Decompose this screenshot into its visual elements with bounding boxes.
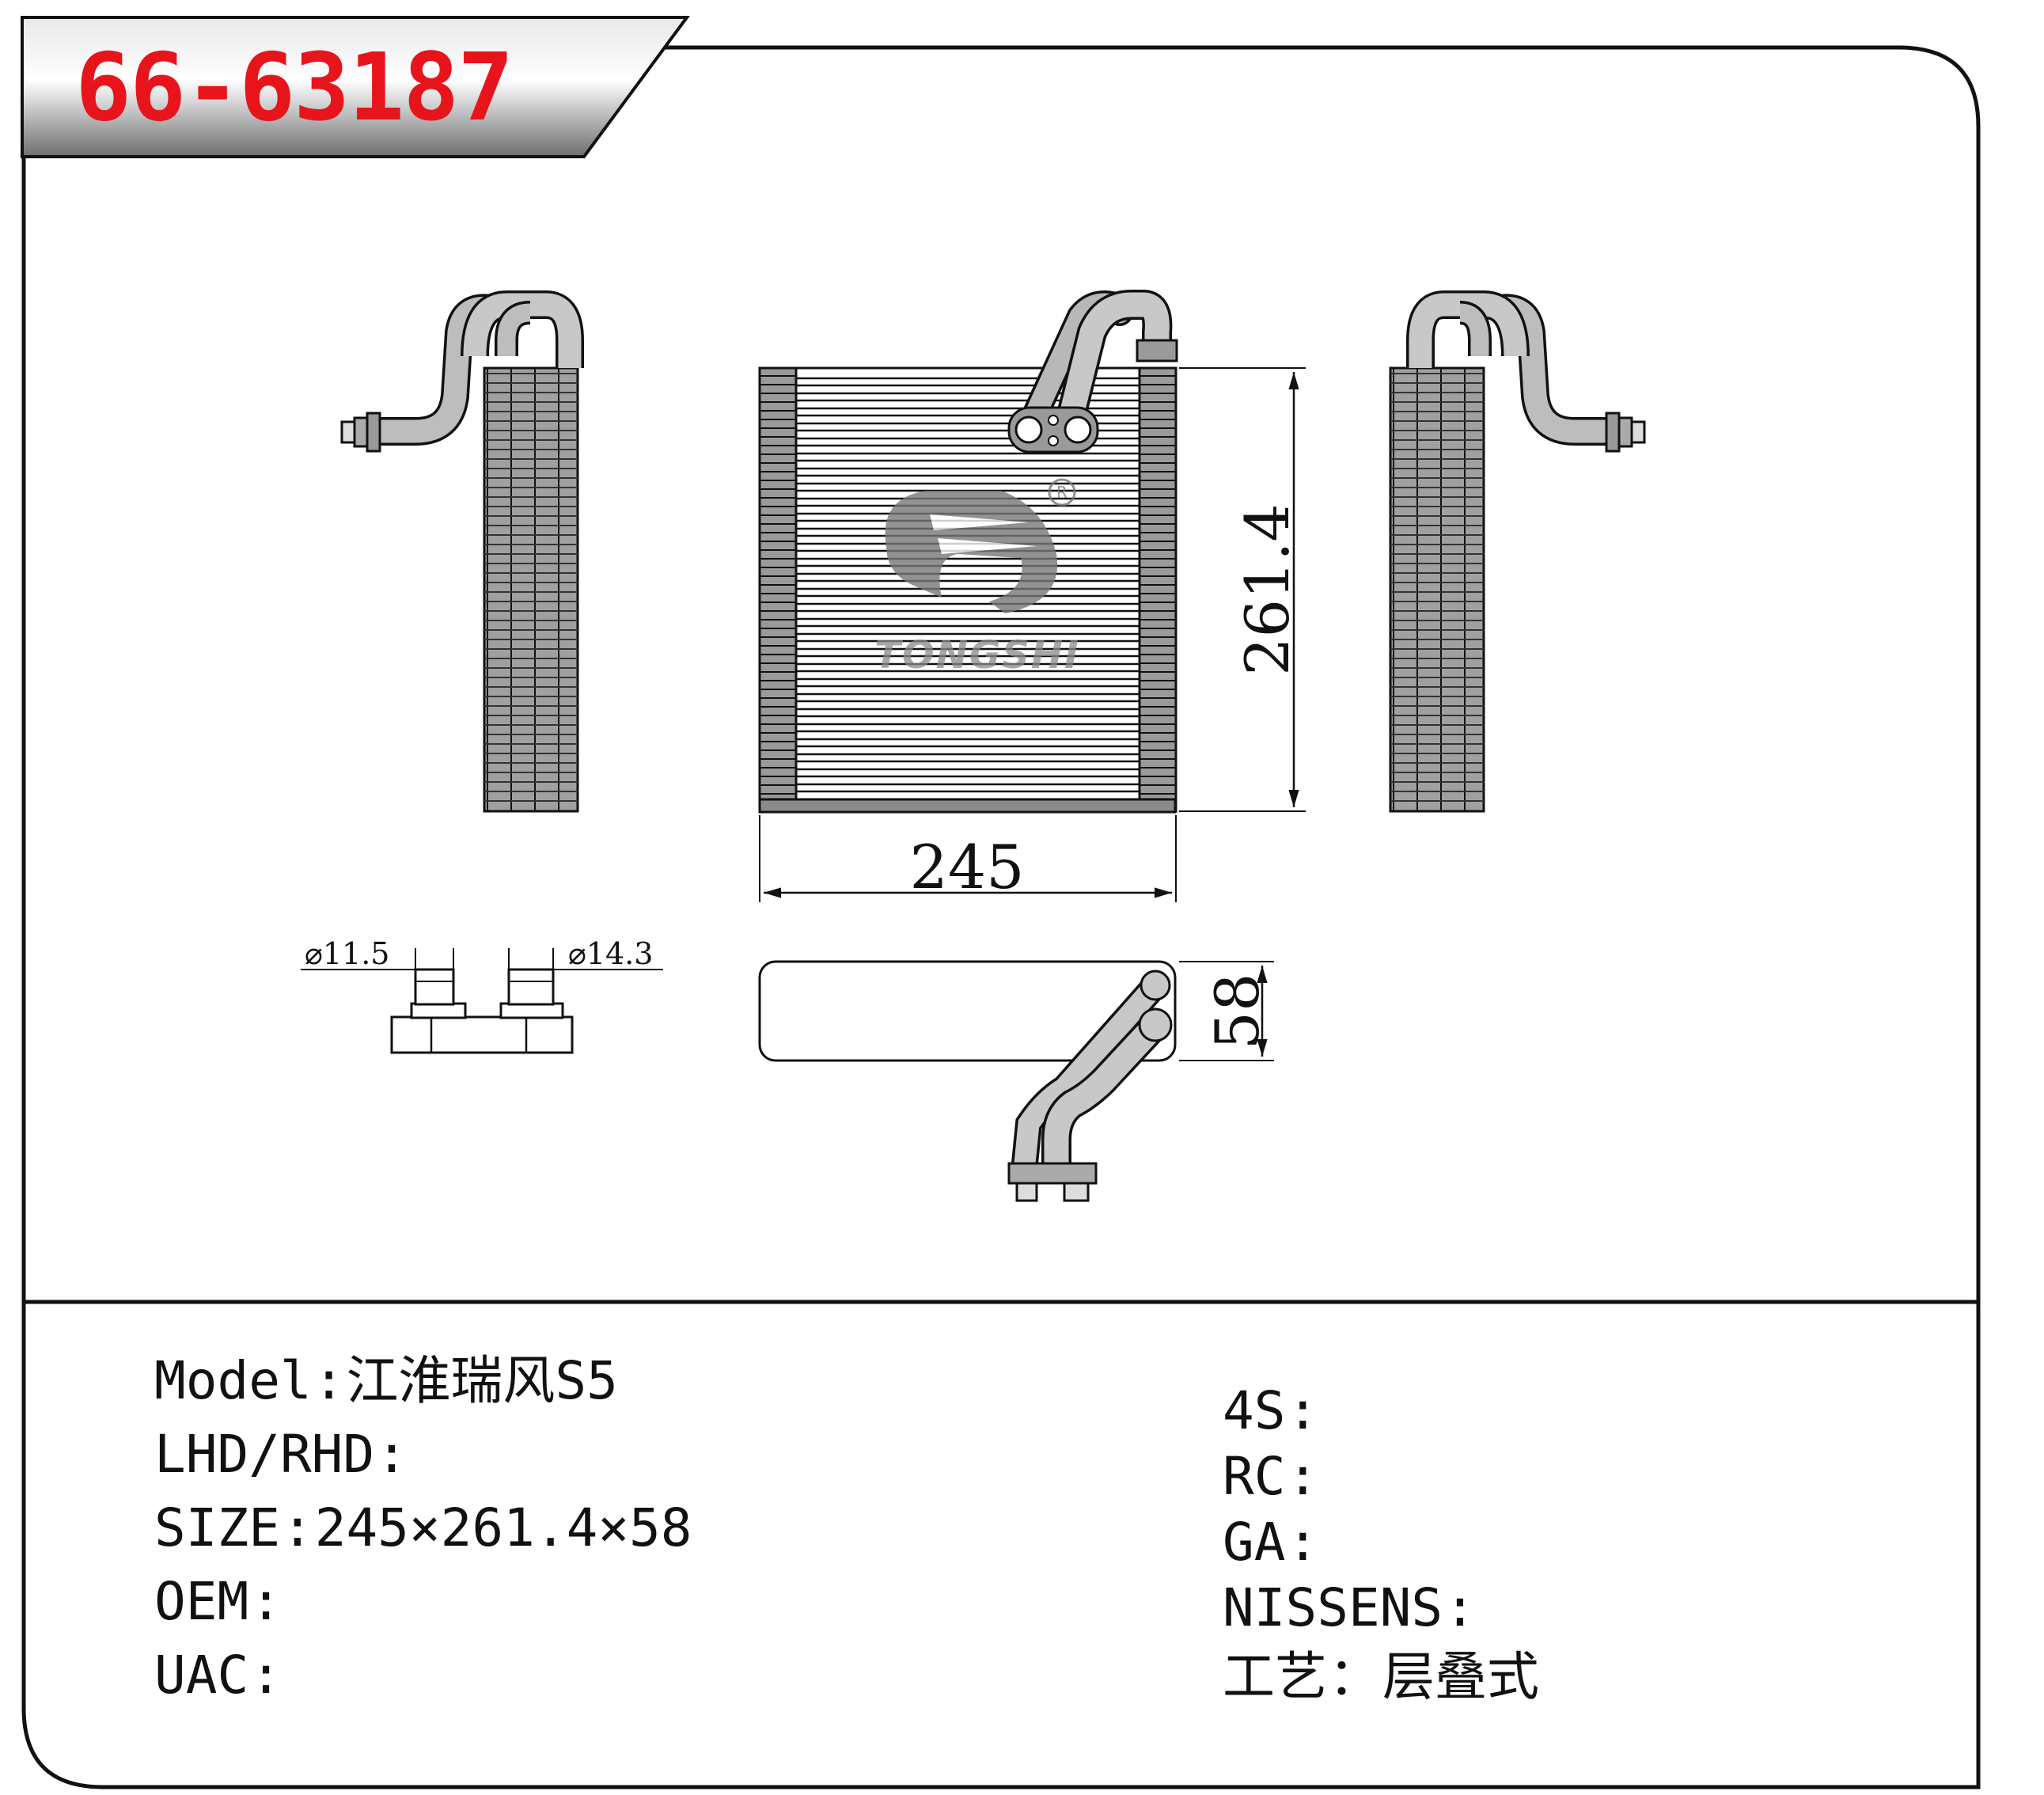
spec-model: Model:江淮瑞风S5 xyxy=(154,1350,618,1411)
spec-ga: GA: xyxy=(1223,1512,1319,1573)
dia-small-label: ⌀11.5 xyxy=(305,936,390,971)
spec-ga-label: GA xyxy=(1223,1512,1286,1573)
spec-size: SIZE:245×261.4×58 xyxy=(154,1497,692,1558)
spec-lhd-rhd-label: LHD/RHD xyxy=(154,1424,375,1485)
tongshi-logo: R xyxy=(885,478,1076,613)
title-tab xyxy=(21,16,690,158)
watermark-text: TONGSHI xyxy=(874,633,1080,677)
sheet-border xyxy=(21,45,1981,1789)
top-view: 58 xyxy=(758,960,1274,1202)
flange-detail-view: ⌀11.5 ⌀14.3 xyxy=(301,936,663,1054)
part-number: 66-63187 xyxy=(75,32,514,142)
spec-model-value: 江淮瑞风S5 xyxy=(346,1350,618,1411)
spec-process: 工艺：层叠式 xyxy=(1223,1646,1539,1707)
header-ribs xyxy=(760,375,1176,795)
svg-text:R: R xyxy=(1056,483,1068,502)
spec-oem: OEM: xyxy=(154,1571,282,1632)
spec-size-label: SIZE xyxy=(154,1497,280,1558)
left-side-view xyxy=(340,290,584,813)
front-view: R 261.4 245 xyxy=(758,290,1306,902)
spec-model-label: Model xyxy=(154,1350,312,1411)
spec-4s-label: 4S xyxy=(1223,1380,1286,1441)
dim-depth-label: 58 xyxy=(1202,973,1272,1050)
spec-uac: UAC: xyxy=(154,1645,282,1706)
spec-uac-label: UAC xyxy=(154,1645,249,1706)
dim-height-label: 261.4 xyxy=(1232,503,1303,676)
spec-nissens: NISSENS: xyxy=(1223,1577,1476,1638)
spec-lhd-rhd: LHD/RHD: xyxy=(154,1424,408,1485)
spec-size-value: 245×261.4×58 xyxy=(314,1497,692,1558)
dia-large-label: ⌀14.3 xyxy=(568,936,654,971)
spec-rc-label: RC xyxy=(1223,1446,1286,1507)
spec-process-value: 层叠式 xyxy=(1382,1646,1539,1707)
dim-width-label: 245 xyxy=(909,832,1024,902)
spec-oem-label: OEM xyxy=(154,1571,249,1632)
right-side-view xyxy=(1389,290,1646,813)
spec-nissens-label: NISSENS xyxy=(1223,1577,1443,1638)
spec-process-label: 工艺 xyxy=(1223,1646,1327,1707)
spec-4s: 4S: xyxy=(1223,1380,1319,1441)
spec-rc: RC: xyxy=(1223,1446,1319,1507)
